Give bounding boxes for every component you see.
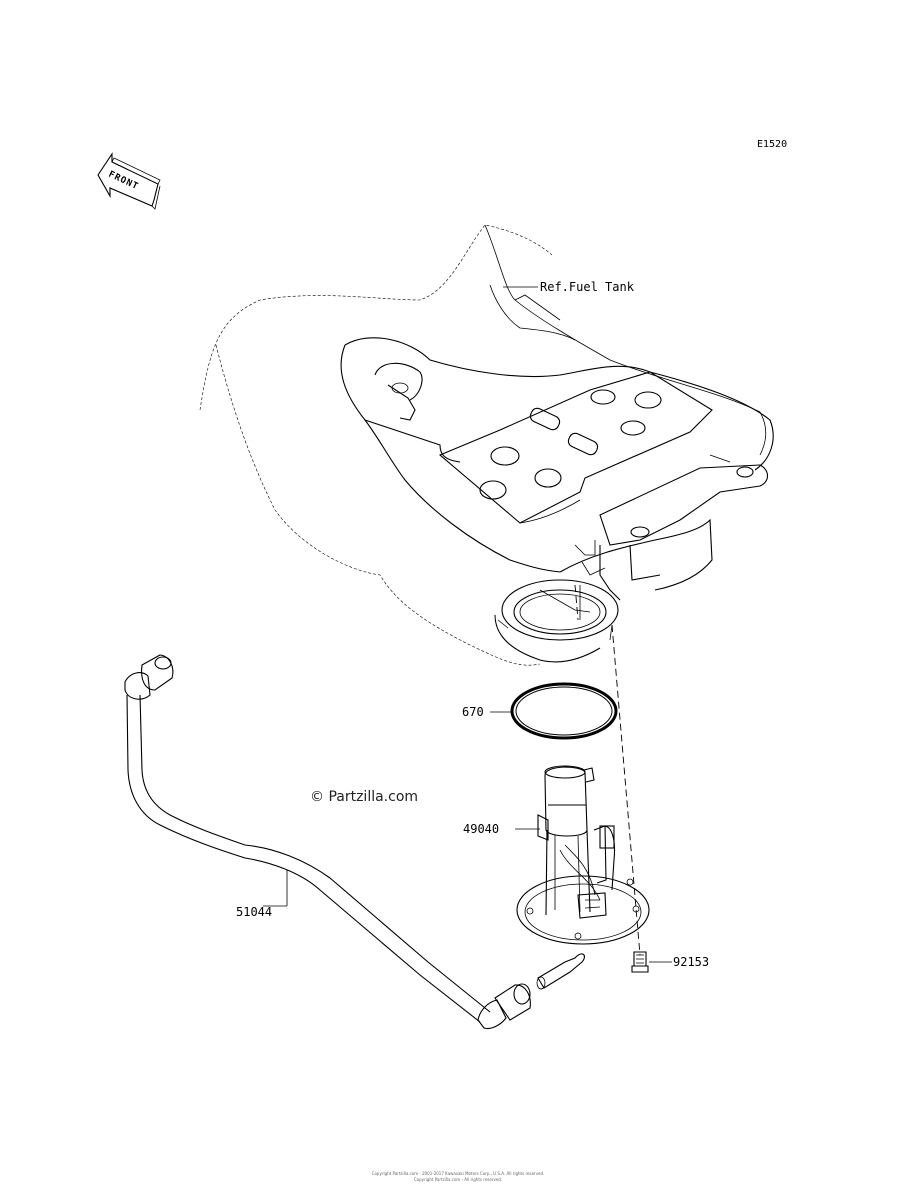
fuel-pump-assembly xyxy=(516,765,650,945)
gasket-ring xyxy=(510,682,618,740)
footer-copyright-line-2: Copyright Partzilla.com - All rights res… xyxy=(414,1177,502,1182)
gasket-part-number: 670 xyxy=(462,705,484,719)
fuel-pump-part-number: 49040 xyxy=(463,822,499,836)
fuel-hose xyxy=(124,654,585,1030)
bolt-icon xyxy=(631,951,649,973)
bolt-part-number: 92153 xyxy=(673,955,709,969)
front-arrow-icon: FRONT xyxy=(97,152,161,210)
hose-part-number: 51044 xyxy=(236,905,272,919)
diagram-code: E1520 xyxy=(757,139,787,150)
fuel-tank-drawing xyxy=(199,224,774,666)
footer-copyright-line-1: Copyright Partzilla.com - 2001-2017 Kawa… xyxy=(372,1171,545,1176)
assembly-centerline xyxy=(611,624,641,956)
ref-fuel-tank-label: Ref.Fuel Tank xyxy=(540,280,635,294)
watermark-text: © Partzilla.com xyxy=(310,789,418,805)
